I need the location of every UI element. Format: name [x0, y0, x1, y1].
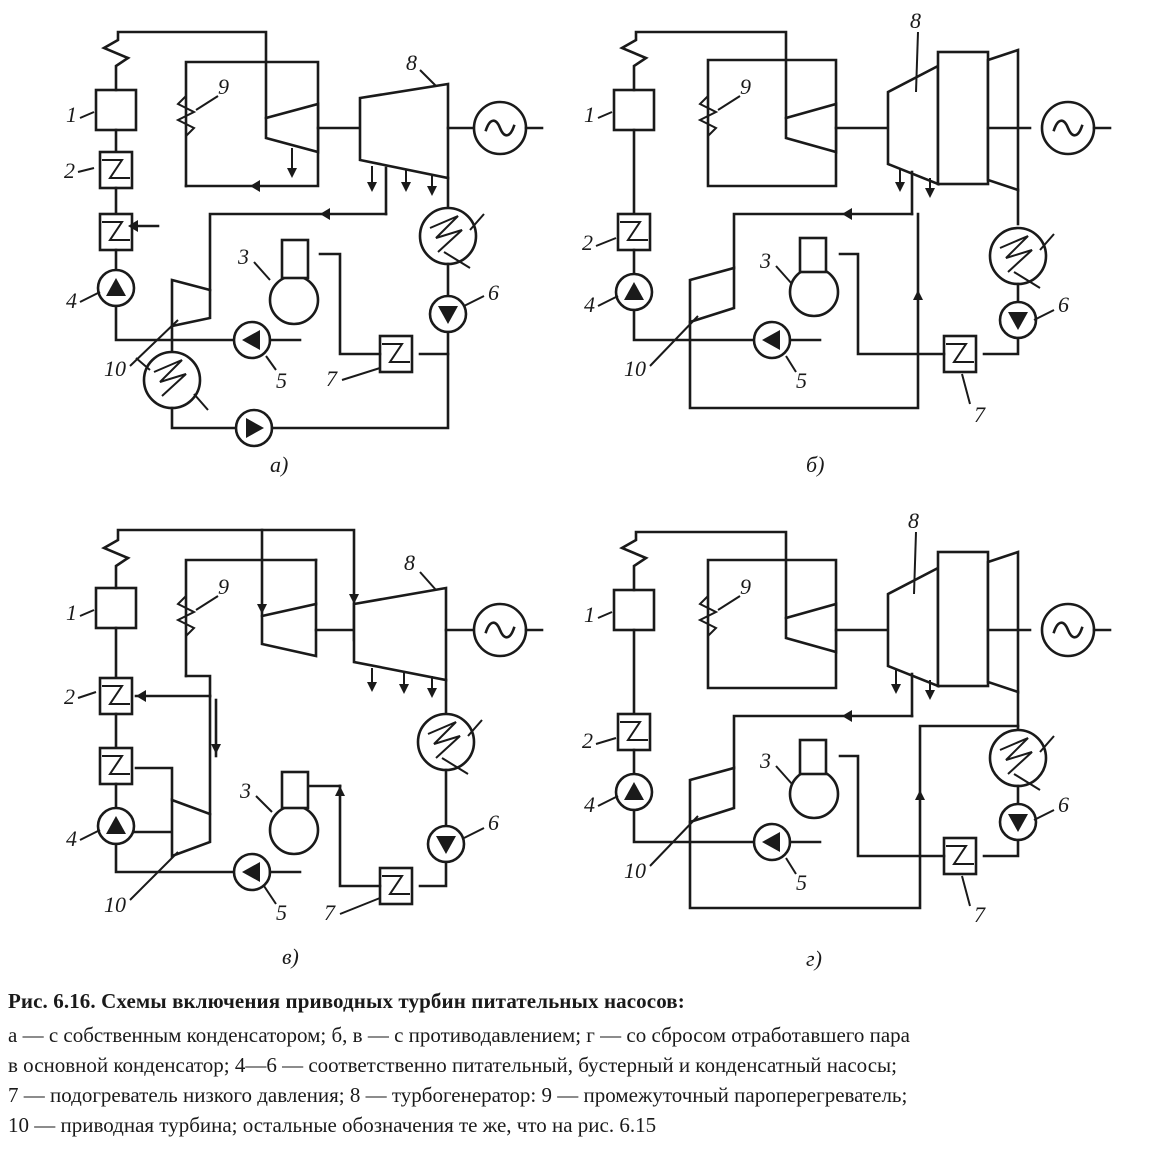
svg-text:7: 7 — [974, 902, 986, 927]
svg-text:4: 4 — [66, 288, 77, 313]
svg-text:2: 2 — [582, 230, 593, 255]
condenser — [418, 206, 485, 269]
booster-pump-5 — [232, 320, 272, 360]
lp-heater-7 — [378, 334, 414, 374]
caption-line-3: 7 — подогреватель низкого давления; 8 — … — [8, 1083, 908, 1107]
svg-text:3: 3 — [759, 748, 771, 773]
svg-text:9: 9 — [218, 74, 229, 99]
svg-text:10: 10 — [104, 892, 126, 917]
generator — [472, 100, 528, 156]
svg-text:10: 10 — [104, 356, 126, 381]
panel-label-v: в) — [282, 944, 299, 969]
svg-text:3: 3 — [239, 778, 251, 803]
svg-text:6: 6 — [488, 810, 499, 835]
svg-text:8: 8 — [404, 550, 415, 575]
pump — [234, 408, 274, 448]
svg-text:5: 5 — [276, 368, 287, 393]
svg-text:2: 2 — [64, 158, 75, 183]
panel-g: 1 2 3 4 5 6 7 8 9 10 г) — [582, 508, 1112, 971]
heater-2 — [98, 150, 134, 190]
caption-title: Рис. 6.16. Схемы включения приводных тур… — [8, 989, 685, 1013]
figure-caption: Рис. 6.16. Схемы включения приводных тур… — [8, 986, 1154, 1140]
svg-text:10: 10 — [624, 858, 646, 883]
svg-text:3: 3 — [237, 244, 249, 269]
panel-label-a: а) — [270, 452, 288, 477]
svg-text:4: 4 — [584, 792, 595, 817]
svg-text:10: 10 — [624, 356, 646, 381]
feed-pump-4 — [96, 268, 136, 308]
svg-text:9: 9 — [740, 574, 751, 599]
caption-line-4: 10 — приводная турбина; остальные обозна… — [8, 1113, 657, 1137]
drive-turbine-10 — [170, 278, 212, 328]
svg-text:1: 1 — [584, 102, 595, 127]
svg-text:6: 6 — [1058, 292, 1069, 317]
panel-b: 1 2 3 4 5 6 7 8 9 10 б) — [582, 8, 1112, 477]
boiler-1 — [94, 88, 138, 132]
caption-line-1: а — с собственным конденсатором; б, в — … — [8, 1023, 911, 1047]
svg-text:5: 5 — [276, 900, 287, 925]
svg-text:1: 1 — [584, 602, 595, 627]
caption-line-2: в основной конденсатор; 4—6 — соответств… — [8, 1053, 897, 1077]
svg-text:8: 8 — [406, 50, 417, 75]
panel-v: 1 2 3 4 5 6 7 8 9 10 в) — [64, 528, 544, 969]
turbine-8 — [358, 82, 450, 180]
svg-text:1: 1 — [66, 102, 77, 127]
svg-text:8: 8 — [910, 8, 921, 33]
panel-label-b: б) — [806, 452, 824, 477]
svg-text:4: 4 — [584, 292, 595, 317]
svg-text:8: 8 — [908, 508, 919, 533]
svg-text:3: 3 — [759, 248, 771, 273]
panel-label-g: г) — [806, 946, 822, 971]
svg-text:1: 1 — [66, 600, 77, 625]
svg-text:7: 7 — [974, 402, 986, 427]
svg-text:2: 2 — [582, 728, 593, 753]
svg-text:4: 4 — [66, 826, 77, 851]
figure: 1 2 3 4 5 6 7 8 9 10 а) — [64, 8, 1112, 971]
drive-condenser — [135, 350, 209, 411]
panel-a: 1 2 3 4 5 6 7 8 9 10 а) — [64, 30, 544, 477]
svg-text:5: 5 — [796, 870, 807, 895]
svg-text:7: 7 — [326, 366, 338, 391]
svg-text:5: 5 — [796, 368, 807, 393]
heater — [98, 212, 134, 252]
svg-text:7: 7 — [324, 900, 336, 925]
svg-text:6: 6 — [488, 280, 499, 305]
svg-text:6: 6 — [1058, 792, 1069, 817]
deaerator-3 — [268, 238, 320, 326]
condensate-pump-6 — [428, 294, 468, 334]
svg-text:9: 9 — [740, 74, 751, 99]
svg-text:9: 9 — [218, 574, 229, 599]
svg-text:2: 2 — [64, 684, 75, 709]
